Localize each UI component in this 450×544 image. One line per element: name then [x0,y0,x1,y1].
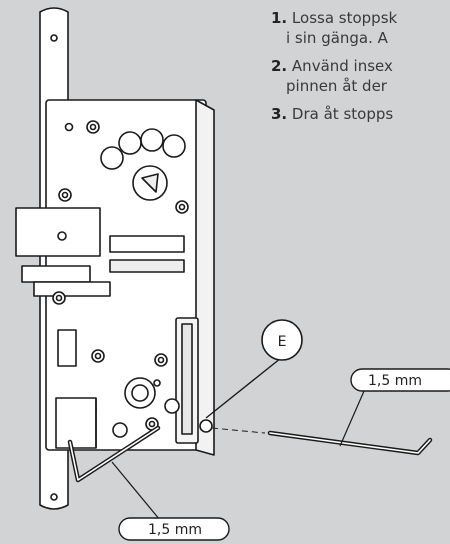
step-number: 1. [271,9,288,27]
step-number: 3. [271,105,288,123]
dim-label-right-box [350,368,450,392]
dead-bolt-lower [33,281,111,297]
instruction-step-3: 3. Dra åt stopps [271,104,450,124]
lock-cassette [55,397,97,449]
step-text-line2: pinnen åt der [286,77,387,95]
callout-leader [205,357,282,419]
stop-screw [199,419,213,433]
lock-window-upper [109,235,185,253]
step-text-line1: Lossa stoppsk [291,9,398,27]
instruction-step-2: 2. Använd insex pinnen åt der [271,56,450,96]
hub-ring-2 [118,131,142,155]
dim-label-right: 1,5 mm [368,373,422,389]
lock-slot-inner [181,323,193,435]
hex-key-lower-inner [69,427,159,481]
dead-bolt [21,265,91,283]
hex-key-right-inner [269,432,431,454]
hub-ring-4 [162,134,186,158]
hub-ring-3 [140,128,164,152]
dim-label-bottom: 1,5 mm [148,522,202,538]
callout-circle [261,319,303,361]
callout-letter: E [278,334,287,350]
dim-leader-bottom [111,461,161,521]
lock-window-middle [109,259,185,273]
lock-window-square [57,329,77,367]
face-plate-bottom-hole [50,493,58,501]
cylinder-hub-cam [141,173,159,193]
instruction-list: 1. Lossa stoppsk i sin gänga. A 2. Använ… [271,8,450,124]
step-text-line1: Använd insex [291,57,393,75]
lower-cylinder-inner [131,384,149,402]
hub-ring-1 [100,146,124,170]
face-plate-top-hole [50,34,58,42]
latch-screw [57,231,67,241]
instruction-step-1: 1. Lossa stoppsk i sin gänga. A [271,8,450,48]
screws [52,120,189,438]
step-text-line2: i sin gänga. A [286,29,388,47]
step-text-line1: Dra åt stopps [291,105,394,123]
dim-leader-right [339,381,369,447]
dim-label-bottom-box [118,517,230,541]
latch-bolt [15,207,101,257]
insertion-guide [211,427,266,434]
step-number: 2. [271,57,288,75]
